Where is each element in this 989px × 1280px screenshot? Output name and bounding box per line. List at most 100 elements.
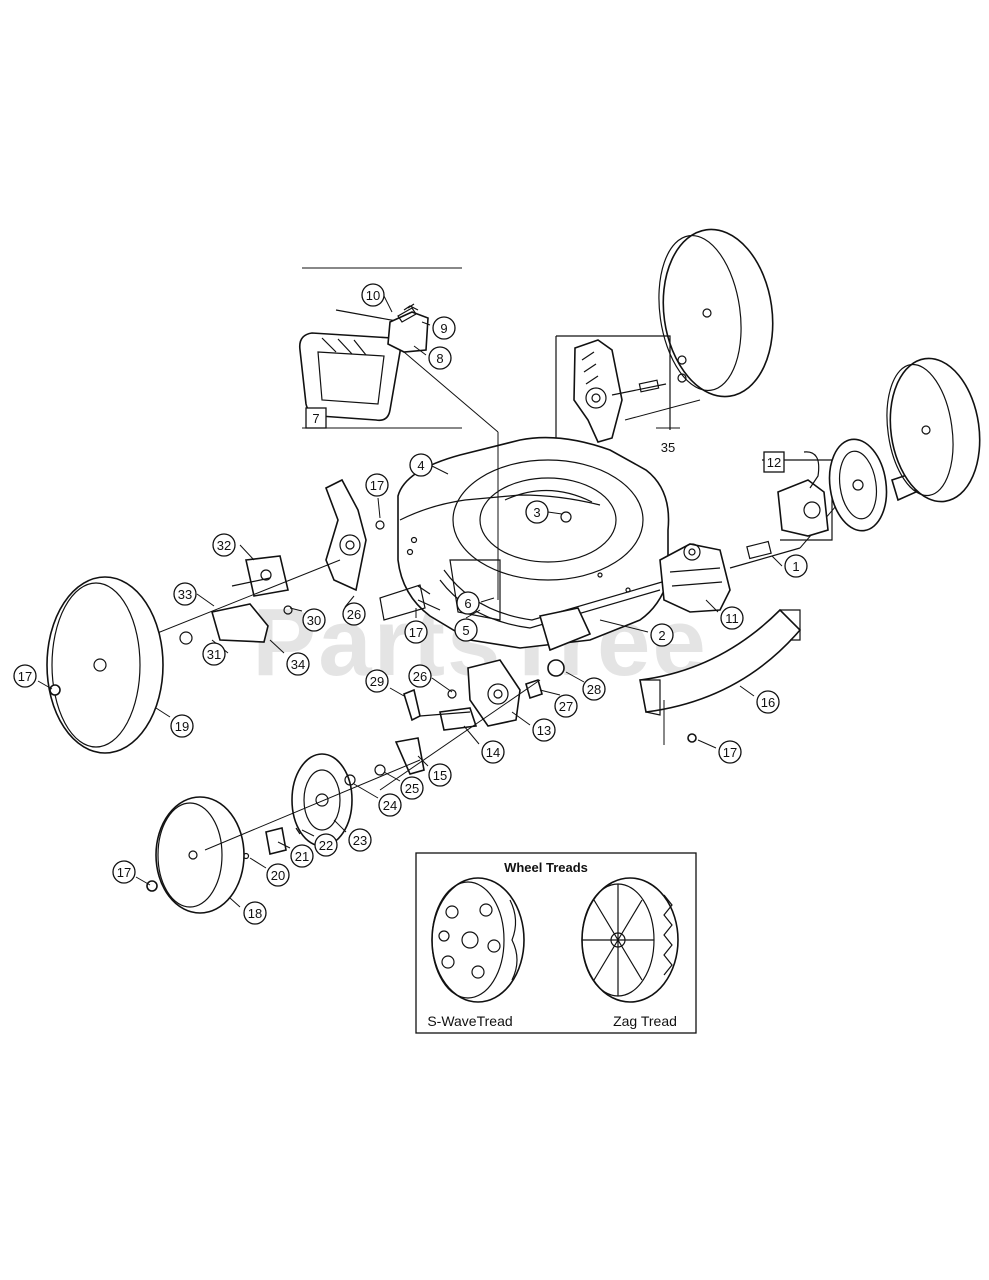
callout-30[interactable]: 30 [302,608,326,632]
callout-label: 16 [761,695,775,710]
callout-label: 30 [307,613,321,628]
callout-label: 31 [207,647,221,662]
callout-14[interactable]: 14 [481,740,505,764]
callout-35[interactable]: 35 [656,427,680,455]
callout-label: 5 [462,623,469,638]
rear-wheel-upper [658,228,774,398]
s-wave-wheel [431,877,525,1003]
callout-13[interactable]: 13 [532,718,556,742]
callout-label: 35 [661,440,675,455]
callout-label: 4 [417,458,424,473]
hinge-rod [335,309,403,323]
callout-6[interactable]: 6 [456,591,480,615]
axle-bracket [538,607,592,652]
callout-17-top[interactable]: 17 [365,473,389,497]
front-right-wheel [146,759,421,914]
drive-wheel-assembly [762,438,917,541]
callout-label: 9 [440,321,447,336]
treads-title: Wheel Treads [504,860,588,875]
callout-29[interactable]: 29 [365,669,389,693]
front-left-wheel [46,576,164,754]
callout-15[interactable]: 15 [428,763,452,787]
callout-label: 7 [312,411,319,426]
callout-34[interactable]: 34 [286,652,310,676]
callout-24[interactable]: 24 [378,793,402,817]
callout-label: 8 [436,351,443,366]
wheel-bracket [210,603,269,643]
callout-21[interactable]: 21 [290,844,314,868]
callout-label: 21 [295,849,309,864]
callout-18[interactable]: 18 [243,901,267,925]
callout-label: 19 [175,719,189,734]
callout-22[interactable]: 22 [314,833,338,857]
rear-shield [639,608,802,745]
callout-label: 17 [409,625,423,640]
front-left-height-adjuster [149,478,385,645]
rear-wheel-right [886,357,981,503]
callout-label: 17 [370,478,384,493]
callout-7[interactable]: 7 [305,407,327,429]
callout-20[interactable]: 20 [266,863,290,887]
callout-label: 17 [18,669,32,684]
spacer [746,540,772,560]
mulch-plug [298,332,402,422]
callout-19[interactable]: 19 [170,714,194,738]
callout-17-bottom[interactable]: 17 [112,860,136,884]
callout-17-mid[interactable]: 17 [404,620,428,644]
callout-label: 26 [347,607,361,622]
callout-1[interactable]: 1 [784,554,808,578]
callout-16[interactable]: 16 [756,690,780,714]
axle-rod [439,569,663,652]
callout-28[interactable]: 28 [582,677,606,701]
callout-17-right[interactable]: 17 [718,740,742,764]
callout-26-left[interactable]: 26 [342,602,366,626]
zag-wheel [581,877,679,1003]
callout-label: 14 [486,745,500,760]
callout-8[interactable]: 8 [428,346,452,370]
wheel-treads-inset: Wheel Treads S-WaveTread Zag Tread [415,852,697,1034]
callout-label: 13 [537,723,551,738]
callout-label: 27 [559,699,573,714]
callout-11[interactable]: 11 [720,606,744,630]
callout-32[interactable]: 32 [212,533,236,557]
rear-height-adjuster [555,335,701,443]
callout-label: 17 [117,865,131,880]
callout-label: 22 [319,838,333,853]
callout-33[interactable]: 33 [173,582,197,606]
s-wave-caption: S-WaveTread [427,1013,512,1029]
callout-label: 29 [370,674,384,689]
callout-2[interactable]: 2 [650,623,674,647]
height-plate [245,555,289,597]
callout-label: 20 [271,868,285,883]
callout-label: 26 [413,669,427,684]
callout-5[interactable]: 5 [454,618,478,642]
callout-label: 11 [725,611,739,626]
callout-label: 17 [723,745,737,760]
callout-label: 34 [291,657,305,672]
callout-leaders [37,295,783,908]
callout-17-left[interactable]: 17 [13,664,37,688]
callout-3[interactable]: 3 [525,500,549,524]
callout-31[interactable]: 31 [202,642,226,666]
callout-label: 33 [178,587,192,602]
callout-25[interactable]: 25 [400,776,424,800]
callout-10[interactable]: 10 [361,283,385,307]
callout-label: 12 [767,455,781,470]
callout-label: 32 [217,538,231,553]
front-right-height-adjuster [379,659,565,791]
callout-27[interactable]: 27 [554,694,578,718]
callout-label: 6 [464,596,471,611]
callout-label: 10 [366,288,380,303]
wheel-nut-lower [146,880,158,892]
callout-26-right[interactable]: 26 [408,664,432,688]
callout-label: 25 [405,781,419,796]
callout-12[interactable]: 12 [763,451,785,473]
callout-9[interactable]: 9 [432,316,456,340]
drive-gear [828,438,888,532]
rear-door-bracket [387,311,429,353]
callout-label: 28 [587,682,601,697]
callout-23[interactable]: 23 [348,828,372,852]
zag-caption: Zag Tread [613,1013,677,1029]
callout-4[interactable]: 4 [409,453,433,477]
